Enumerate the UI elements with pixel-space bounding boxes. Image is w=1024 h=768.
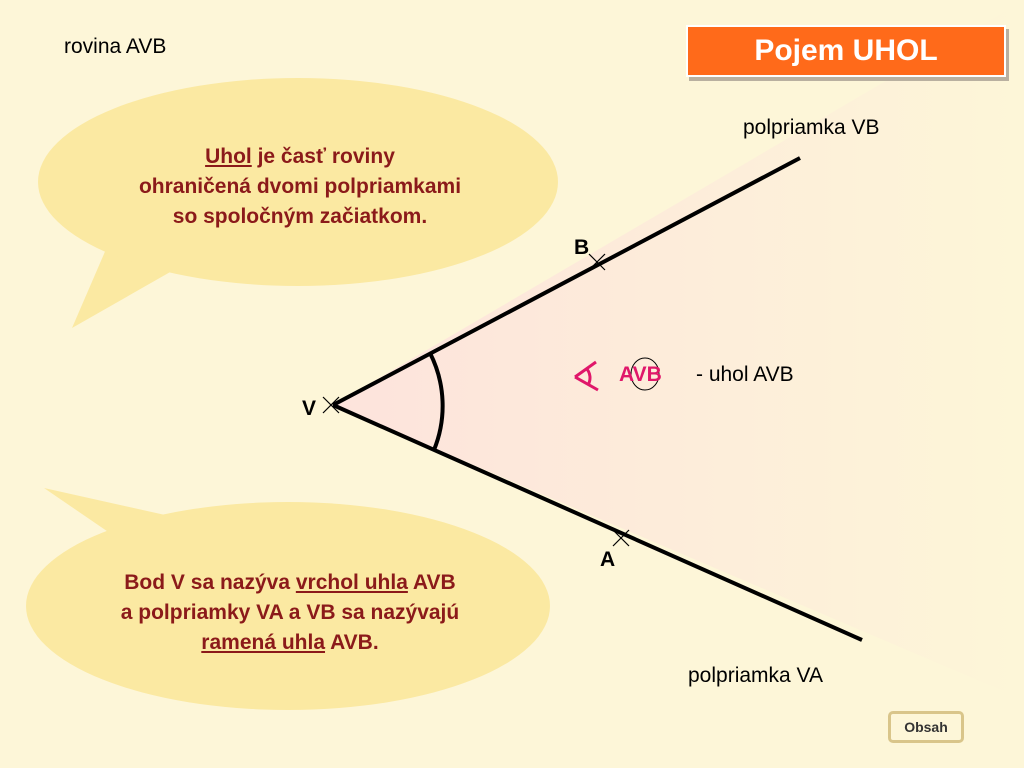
angle-symbol-icon (574, 360, 599, 392)
point-v-marker (322, 396, 340, 414)
vertex-term: vrchol uhla (295, 571, 408, 594)
page-title: Pojem UHOL (754, 34, 938, 67)
bubble-bottom-line1-b: AVB (407, 571, 456, 594)
uhol-term: Uhol (205, 145, 252, 168)
ray-va-label: polpriamka VA (688, 664, 824, 687)
bubble-top-line1: Uhol je časť roviny (80, 142, 520, 172)
bubble-top-line2: ohraničená dvomi polpriamkami (138, 175, 462, 198)
bubble-bottom-line2: a polpriamky VA a VB sa nazývajú (120, 601, 460, 624)
plane-label: rovina AVB (64, 35, 167, 58)
angle-name: AVB (619, 363, 662, 386)
angle-interior (333, 0, 1024, 700)
bubble-bottom-line1-a: Bod V sa nazýva (124, 571, 296, 594)
bubble-top-text: Uhol je časť roviny ohraničená dvomi pol… (80, 142, 520, 232)
arms-term: ramená uhla (201, 631, 326, 654)
angle-arc (428, 352, 445, 451)
ray-va (332, 403, 863, 642)
point-a-marker (612, 529, 630, 547)
bubble-bottom-line3: ramená uhla AVB. (60, 628, 520, 658)
bubble-bottom-text: Bod V sa nazýva vrchol uhla AVB a polpri… (60, 568, 520, 658)
vertex-highlight (630, 357, 660, 391)
speech-bubble-top (38, 78, 558, 328)
point-v-label: V (302, 397, 317, 420)
speech-bubble-bottom (26, 488, 550, 710)
bubble-bottom-line3-b: AVB. (325, 631, 379, 654)
ray-vb (332, 156, 801, 407)
point-b-label: B (574, 236, 590, 259)
title-box: Pojem UHOL (686, 25, 1006, 77)
ray-vb-label: polpriamka VB (743, 116, 880, 139)
angle-description: - uhol AVB (696, 363, 794, 386)
point-b-marker (588, 253, 606, 271)
obsah-button[interactable]: Obsah (888, 711, 964, 743)
bubble-top-line3: so spoločným začiatkom. (172, 205, 428, 228)
bubble-top-line1-rest: je časť roviny (251, 145, 395, 168)
point-a-label: A (600, 548, 616, 571)
bubble-bottom-line1: Bod V sa nazýva vrchol uhla AVB (60, 568, 520, 598)
obsah-button-label: Obsah (904, 719, 948, 735)
